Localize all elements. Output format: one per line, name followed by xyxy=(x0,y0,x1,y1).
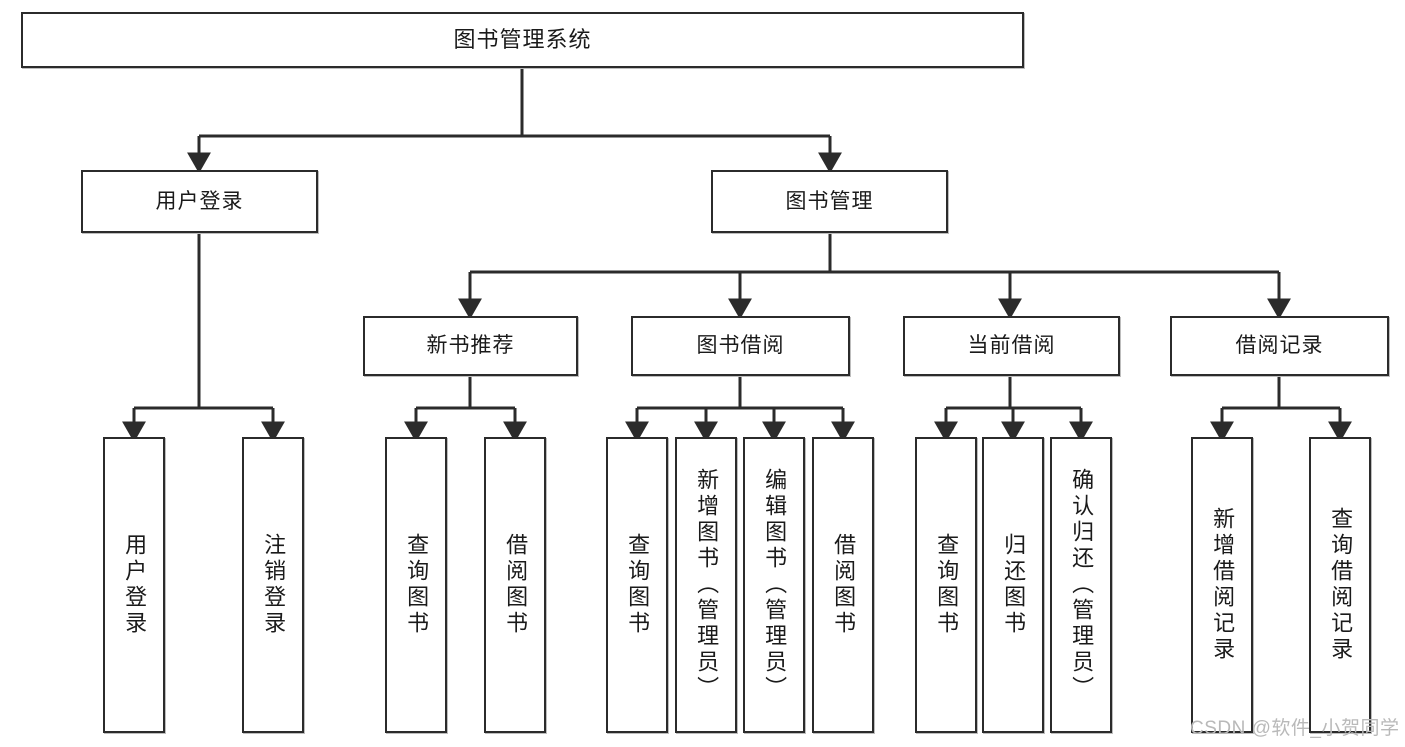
node-leaf-query-book-3-label: 查询图书 xyxy=(934,533,960,637)
node-leaf-borrow-book-1-label: 借阅图书 xyxy=(503,533,529,637)
node-root[interactable]: 图书管理系统 xyxy=(21,12,1024,68)
node-book-manage[interactable]: 图书管理 xyxy=(711,170,948,233)
node-user-login[interactable]: 用户登录 xyxy=(81,170,318,233)
node-new-book-recommend[interactable]: 新书推荐 xyxy=(363,316,578,376)
watermark-text: CSDN @软件_小贺同学 xyxy=(1190,718,1400,739)
node-leaf-return-book-label: 归还图书 xyxy=(1001,533,1027,637)
node-leaf-user-login[interactable]: 用户登录 xyxy=(103,437,165,733)
node-leaf-confirm-return-label: 确认归还（管理员） xyxy=(1069,468,1095,702)
node-current-borrow[interactable]: 当前借阅 xyxy=(903,316,1120,376)
node-root-label: 图书管理系统 xyxy=(453,26,592,52)
node-leaf-add-record[interactable]: 新增借阅记录 xyxy=(1191,437,1253,733)
node-leaf-query-book-1[interactable]: 查询图书 xyxy=(385,437,447,733)
node-leaf-add-record-label: 新增借阅记录 xyxy=(1210,507,1236,663)
node-current-borrow-label: 当前借阅 xyxy=(967,334,1056,358)
node-leaf-add-book-label: 新增图书（管理员） xyxy=(694,468,720,702)
node-borrow-record-label: 借阅记录 xyxy=(1235,334,1324,358)
node-leaf-add-book[interactable]: 新增图书（管理员） xyxy=(675,437,737,733)
node-leaf-query-book-2-label: 查询图书 xyxy=(625,533,651,637)
node-leaf-return-book[interactable]: 归还图书 xyxy=(982,437,1044,733)
node-leaf-borrow-book-1[interactable]: 借阅图书 xyxy=(484,437,546,733)
node-book-manage-label: 图书管理 xyxy=(785,189,874,213)
node-leaf-confirm-return[interactable]: 确认归还（管理员） xyxy=(1050,437,1112,733)
node-user-login-label: 用户登录 xyxy=(155,189,244,213)
node-new-book-recommend-label: 新书推荐 xyxy=(426,334,515,358)
node-leaf-borrow-book-2-label: 借阅图书 xyxy=(831,533,857,637)
node-leaf-edit-book[interactable]: 编辑图书（管理员） xyxy=(743,437,805,733)
node-book-borrow[interactable]: 图书借阅 xyxy=(631,316,850,376)
node-leaf-query-book-2[interactable]: 查询图书 xyxy=(606,437,668,733)
node-leaf-query-book-3[interactable]: 查询图书 xyxy=(915,437,977,733)
node-borrow-record[interactable]: 借阅记录 xyxy=(1170,316,1389,376)
node-leaf-edit-book-label: 编辑图书（管理员） xyxy=(762,468,788,702)
node-book-borrow-label: 图书借阅 xyxy=(696,334,785,358)
node-leaf-logout-login-label: 注销登录 xyxy=(261,533,287,637)
node-leaf-query-record[interactable]: 查询借阅记录 xyxy=(1309,437,1371,733)
node-leaf-borrow-book-2[interactable]: 借阅图书 xyxy=(812,437,874,733)
node-leaf-logout-login[interactable]: 注销登录 xyxy=(242,437,304,733)
node-leaf-query-book-1-label: 查询图书 xyxy=(404,533,430,637)
node-leaf-user-login-label: 用户登录 xyxy=(122,533,148,637)
node-leaf-query-record-label: 查询借阅记录 xyxy=(1328,507,1354,663)
